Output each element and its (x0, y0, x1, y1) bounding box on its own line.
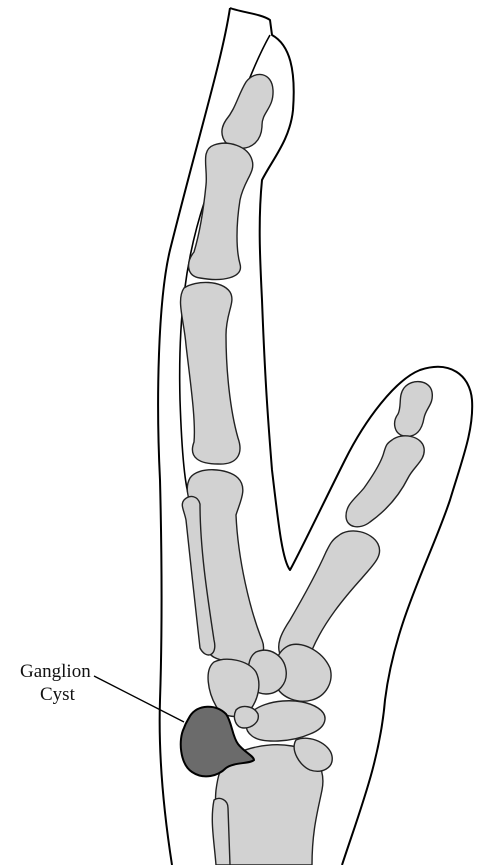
proximal-phalanx-index (181, 282, 240, 464)
cyst-label-line2: Cyst (40, 684, 76, 705)
distal-phalanx-thumb (395, 382, 433, 437)
middle-phalanx-index (189, 143, 253, 279)
cyst-leader-line (94, 676, 184, 722)
cyst-label-line1: Ganglion (20, 661, 91, 682)
distal-phalanx-index (222, 74, 273, 148)
lunate-small (234, 707, 258, 728)
proximal-phalanx-thumb (346, 436, 424, 527)
ulna-shadow (212, 798, 230, 865)
